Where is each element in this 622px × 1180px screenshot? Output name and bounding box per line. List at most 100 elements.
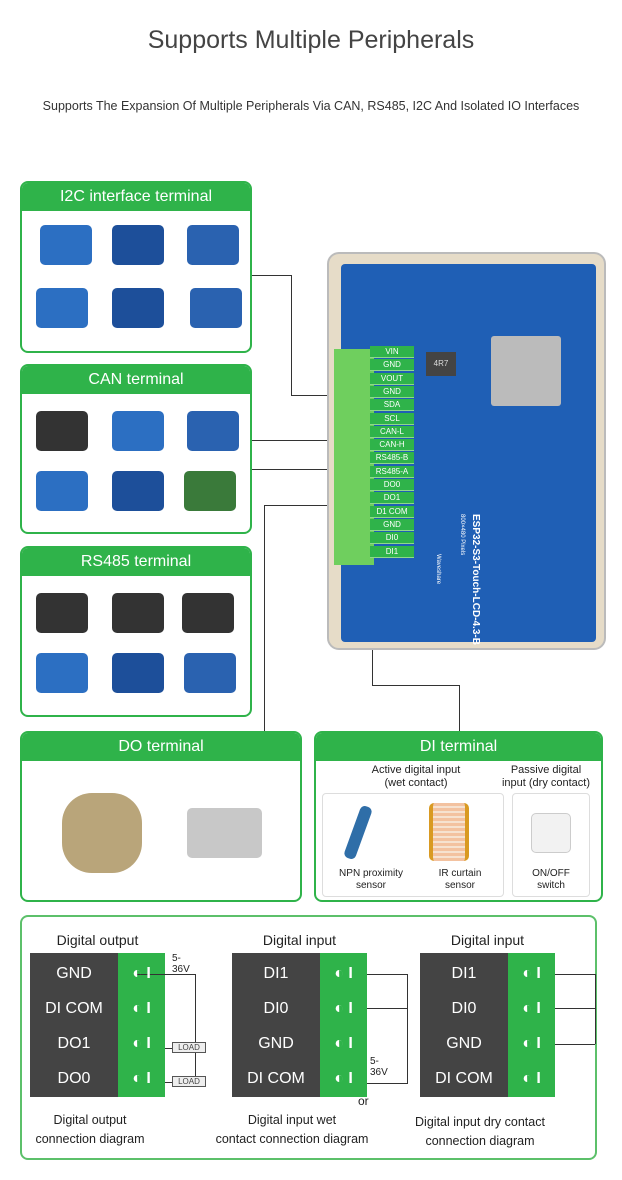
board-resolution: 800×480 Pixels [459, 514, 465, 556]
module-image [112, 471, 164, 511]
connector-line [264, 505, 265, 731]
pin-label: VIN [370, 346, 414, 358]
diagram-caption: Digital input wet contact connection dia… [215, 1113, 369, 1146]
module-image [112, 593, 164, 633]
load-box: LOAD [172, 1076, 206, 1087]
wire [367, 974, 407, 975]
pin-label: DO1 [370, 492, 414, 505]
solenoid-lock-image [187, 808, 262, 858]
pin-label: DI1 [370, 545, 414, 558]
screw-icon: ◐ I [132, 965, 151, 982]
board-image: 4R7 ESP32-S3-Touch-LCD-4.3-B 800×480 Pix… [327, 252, 606, 650]
wire [165, 1082, 172, 1083]
pin-label: VOUT [370, 372, 414, 385]
terminal-row-label: GND [258, 1035, 294, 1052]
screw-icon: ◐ I [522, 1035, 541, 1052]
terminal-row-label: GND [446, 1035, 482, 1052]
module-image [36, 411, 88, 451]
active-input-label: Active digital input (wet contact) [371, 764, 461, 789]
diagram-caption: Digital input dry contact connection dia… [415, 1115, 545, 1148]
screw-icon: ◐ I [132, 1070, 151, 1087]
terminal-row-label: DO0 [57, 1070, 91, 1087]
load-box: LOAD [172, 1042, 206, 1053]
terminal-row-label: DO1 [57, 1035, 91, 1052]
diagram-caption: Digital output connection diagram [35, 1113, 145, 1146]
module-image [187, 225, 239, 265]
pin-label: DO0 [370, 479, 414, 491]
page-title: Supports Multiple Peripherals [147, 26, 475, 54]
module-image [40, 225, 92, 265]
module-image [112, 288, 164, 328]
terminal-row-label: GND [56, 965, 92, 982]
pin-label: D1 COM [370, 505, 414, 518]
connector-line [252, 275, 291, 276]
esp32-module [491, 336, 561, 406]
module-image [36, 288, 88, 328]
solenoid-valve-image [62, 793, 142, 873]
terminal-row-label: DI0 [263, 1000, 289, 1017]
connector-line [372, 685, 459, 686]
rs485-panel: RS485 terminal [20, 546, 252, 717]
screw-icon: ◐ I [522, 1000, 541, 1017]
can-panel: CAN terminal [20, 364, 252, 534]
module-image [112, 225, 164, 265]
terminal-row-label: DI1 [451, 965, 477, 982]
passive-input-label: Passive digital input (dry contact) [501, 764, 591, 789]
wire [367, 1008, 407, 1009]
module-image [36, 593, 88, 633]
wire [407, 974, 408, 1084]
terminal-screw-block [118, 953, 165, 1097]
terminal-row-label: DI COM [247, 1070, 305, 1087]
pin-label: RS485-B [370, 452, 414, 465]
module-image [182, 593, 234, 633]
screw-icon: ◐ I [334, 1000, 353, 1017]
connector-line [252, 469, 361, 470]
pin-label: CAN-L [370, 425, 414, 438]
connector-line [291, 395, 361, 396]
switch-label: ON/OFF switch [532, 868, 570, 891]
wire [135, 974, 195, 975]
do-panel: DO terminal [20, 731, 302, 902]
screw-icon: ◐ I [334, 1070, 353, 1087]
i2c-panel-title: I2C interface terminal [22, 183, 250, 211]
rs485-panel-title: RS485 terminal [22, 548, 250, 576]
wire [555, 974, 595, 975]
screw-icon: ◐ I [522, 965, 541, 982]
screw-icon: ◐ I [522, 1070, 541, 1087]
terminal-row-label: DI COM [45, 1000, 103, 1017]
wire [195, 974, 196, 1082]
pin-label: DI0 [370, 532, 414, 545]
pin-label: SCL [370, 412, 414, 425]
inductor: 4R7 [426, 352, 456, 376]
connector-line [264, 505, 361, 506]
diagram-title: Digital input [262, 932, 337, 948]
board-model: ESP32-S3-Touch-LCD-4.3-B [470, 514, 481, 645]
i2c-panel: I2C interface terminal [20, 181, 252, 353]
screw-icon: ◐ I [132, 1000, 151, 1017]
diagram-title: Digital output [56, 932, 139, 948]
terminal-block [334, 349, 374, 565]
pin-label: GND [370, 385, 414, 398]
terminal-label-block [420, 953, 508, 1097]
screw-icon: ◐ I [334, 1035, 353, 1052]
module-image [184, 471, 236, 511]
switch-image [531, 813, 571, 853]
module-image [36, 471, 88, 511]
terminal-screw-block [320, 953, 367, 1097]
connector-line [291, 275, 292, 395]
wire [555, 1008, 595, 1009]
terminal-row-label: DI1 [263, 965, 289, 982]
di-panel: DI terminal Active digital input (wet co… [314, 731, 603, 902]
dry-contact-card [512, 793, 590, 897]
terminal-label-block [232, 953, 320, 1097]
pin-label: GND [370, 518, 414, 531]
wire [367, 1083, 407, 1084]
module-image [112, 653, 164, 693]
can-panel-title: CAN terminal [22, 366, 250, 394]
voltage-label: 5-36V [172, 953, 190, 975]
terminal-row-label: DI COM [435, 1070, 493, 1087]
ir-curtain-label: IR curtain sensor [438, 868, 482, 891]
pin-label: RS485-A [370, 465, 414, 478]
terminal-row-label: DI0 [451, 1000, 477, 1017]
diagram-title: Digital input [450, 932, 525, 948]
